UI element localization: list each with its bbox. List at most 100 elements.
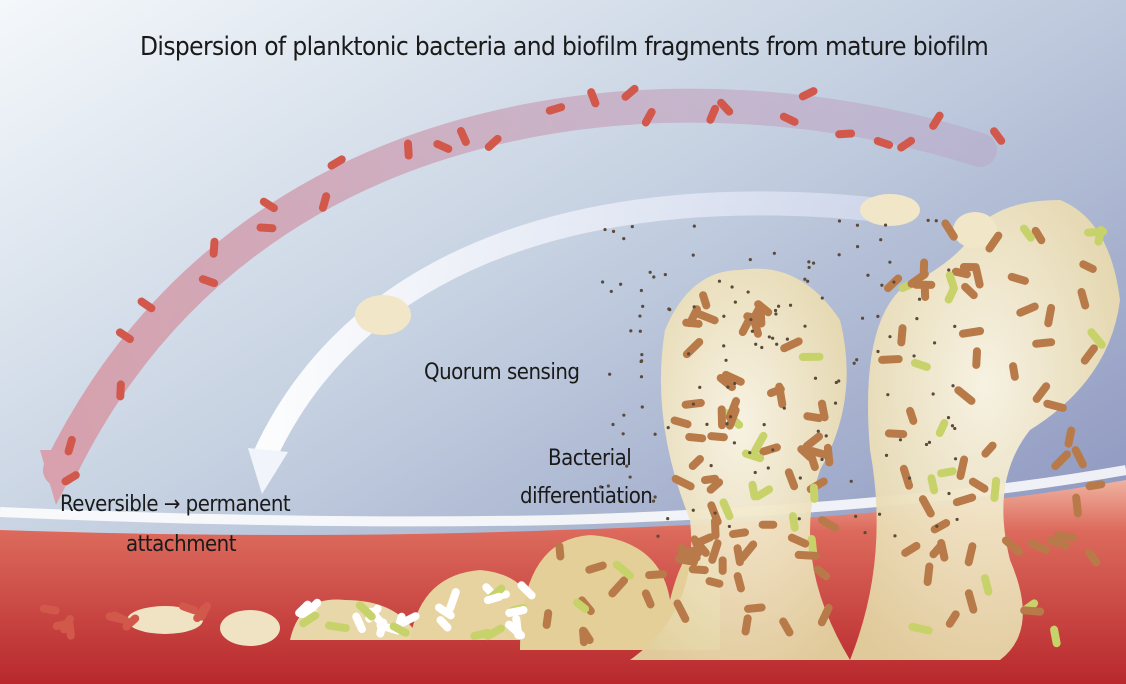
signal-molecule: [622, 432, 625, 435]
signal-molecule: [899, 438, 902, 441]
signal-molecule: [652, 275, 655, 278]
signal-molecule: [629, 329, 632, 332]
signal-molecule: [713, 511, 716, 514]
signal-molecule: [751, 330, 754, 333]
signal-molecule: [783, 407, 786, 410]
signal-molecule: [693, 225, 696, 228]
planktonic-bacterium: [404, 139, 413, 159]
signal-molecule: [817, 430, 820, 433]
signal-molecule: [641, 405, 644, 408]
signal-molecule: [687, 352, 690, 355]
signal-molecule: [932, 392, 935, 395]
signal-molecule: [850, 480, 853, 483]
signal-molecule: [884, 223, 887, 226]
signal-molecule: [639, 330, 642, 333]
signal-molecule: [692, 509, 695, 512]
signal-molecule: [692, 254, 695, 257]
signal-molecule: [955, 518, 958, 521]
biofilm-bacterium: [688, 565, 709, 575]
signal-molecule: [698, 386, 701, 389]
signal-molecule: [886, 393, 889, 396]
microcolony-2: [220, 610, 280, 646]
signal-molecule: [754, 343, 757, 346]
signal-molecule: [664, 273, 667, 276]
signal-molecule: [692, 402, 695, 405]
signal-molecule: [667, 426, 670, 429]
biofilm-bacterium: [972, 347, 981, 369]
signal-molecule: [947, 492, 950, 495]
signal-molecule: [803, 278, 806, 281]
signal-molecule: [619, 283, 622, 286]
label-attachment-line2: attachment: [126, 532, 236, 557]
signal-molecule: [876, 315, 879, 318]
signal-molecule: [879, 238, 882, 241]
signal-molecule: [771, 337, 774, 340]
planktonic-bacterium: [116, 380, 125, 400]
signal-molecule: [918, 298, 921, 301]
signal-molecule: [803, 325, 806, 328]
biofilm-bacterium: [757, 308, 766, 328]
signal-molecule: [649, 271, 652, 274]
signal-molecule: [731, 285, 734, 288]
signal-molecule: [933, 341, 936, 344]
signal-molecule: [722, 315, 725, 318]
signal-molecule: [640, 353, 643, 356]
signal-molecule: [888, 261, 891, 264]
biofilm-fragment-1: [355, 295, 411, 335]
signal-molecule: [774, 312, 777, 315]
signal-molecule: [622, 237, 625, 240]
signal-molecule: [734, 300, 737, 303]
signal-molecule: [722, 344, 725, 347]
signal-molecule: [729, 415, 732, 418]
planktonic-bacterium: [256, 223, 276, 232]
signal-molecule: [774, 309, 777, 312]
signal-molecule: [768, 335, 771, 338]
biofilm-bacterium: [810, 483, 819, 503]
biofilm-bacterium: [645, 570, 667, 579]
signal-molecule: [777, 305, 780, 308]
signal-molecule: [733, 441, 736, 444]
biofilm-bacterium: [719, 556, 727, 575]
signal-molecule: [760, 346, 763, 349]
signal-molecule: [667, 307, 670, 310]
signal-molecule: [925, 443, 928, 446]
signal-molecule: [640, 359, 643, 362]
signal-molecule: [603, 228, 606, 231]
signal-molecule: [821, 296, 824, 299]
signal-molecule: [951, 424, 954, 427]
signal-molecule: [908, 477, 911, 480]
biofilm-bacterium: [912, 281, 935, 289]
signal-molecule: [725, 422, 728, 425]
signal-molecule: [893, 534, 896, 537]
signal-molecule: [654, 495, 657, 498]
biofilm-bacterium: [579, 626, 588, 646]
biofilm-bacterium: [885, 429, 908, 438]
label-quorum-sensing: Quorum sensing: [424, 360, 579, 385]
signal-molecule: [806, 280, 809, 283]
signal-molecule: [640, 375, 643, 378]
signal-molecule: [773, 252, 776, 255]
label-differentiation-line1: Bacterial: [548, 446, 631, 471]
signal-molecule: [641, 305, 644, 308]
signal-molecule: [789, 304, 792, 307]
signal-molecule: [705, 423, 708, 426]
signal-molecule: [608, 373, 611, 376]
signal-molecule: [927, 219, 930, 222]
signal-molecule: [947, 268, 950, 271]
biofilm-fragment-2: [860, 194, 920, 226]
signal-molecule: [854, 515, 857, 518]
signal-molecule: [947, 416, 950, 419]
signal-molecule: [915, 317, 918, 320]
signal-molecule: [812, 262, 815, 265]
diagram-title: Dispersion of planktonic bacteria and bi…: [140, 32, 988, 62]
signal-molecule: [834, 402, 837, 405]
signal-molecule: [749, 318, 752, 321]
signal-molecule: [935, 525, 938, 528]
signal-molecule: [856, 224, 859, 227]
signal-molecule: [880, 284, 883, 287]
signal-molecule: [953, 427, 956, 430]
signal-molecule: [837, 379, 840, 382]
signal-molecule: [928, 441, 931, 444]
